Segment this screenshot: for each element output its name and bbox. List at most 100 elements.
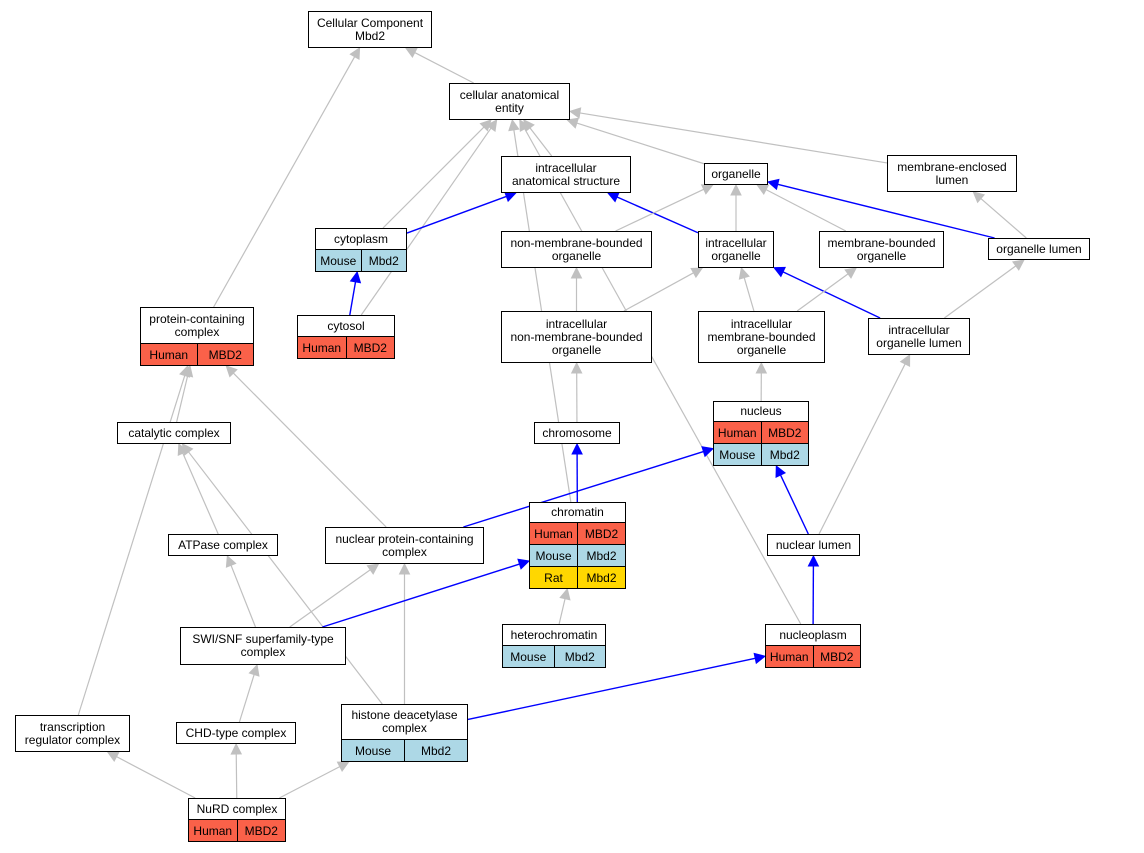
species-cell: Rat — [530, 567, 577, 588]
edge-arrowhead — [225, 554, 237, 568]
species-cell: Human — [530, 523, 577, 544]
edge-is-a — [743, 277, 755, 312]
gene-cell: MBD2 — [577, 523, 625, 544]
gene-cell: Mbd2 — [360, 250, 406, 271]
species-cell: Human — [189, 820, 237, 841]
node-label-line: complex — [382, 544, 427, 559]
node-label-line: Mbd2 — [354, 28, 386, 43]
edge-arrowhead — [248, 663, 260, 677]
edge-arrowhead — [606, 191, 620, 203]
edge-arrowhead — [570, 361, 583, 374]
node-label-line: NuRD complex — [196, 801, 278, 816]
edge-arrowhead — [519, 119, 530, 132]
edge-arrowhead — [775, 464, 787, 478]
node-label-line: complex — [240, 645, 286, 659]
node-label-line: nuclear protein-containing — [335, 531, 474, 546]
edge-is-a — [176, 375, 189, 423]
edge-arrowhead — [225, 365, 238, 378]
node-label-line: SWI/SNF superfamily-type — [192, 632, 334, 646]
node-atpase-complex[interactable]: ATPase complex — [168, 534, 278, 556]
edge-arrowhead — [700, 184, 714, 195]
node-label-line: organelle — [551, 342, 602, 357]
edge-arrowhead — [366, 563, 380, 575]
node-label-line: histone deacetylase — [351, 708, 458, 722]
edge-is-a — [382, 126, 485, 229]
node-chromosome[interactable]: chromosome — [534, 422, 620, 444]
node-label: ATPase complex — [169, 535, 277, 555]
edge-arrowhead — [899, 354, 911, 367]
species-cell: Human — [766, 646, 813, 667]
edge-is-a — [279, 766, 341, 799]
node-label-line: chromosome — [542, 425, 612, 440]
node-label: nuclear lumen — [768, 535, 859, 555]
edge-is-a — [980, 198, 1027, 239]
node-nuclear-lumen[interactable]: nuclear lumen — [767, 534, 860, 556]
gene-cell: Mbd2 — [553, 646, 605, 667]
species-cell: Mouse — [714, 444, 761, 465]
node-label-line: cytoplasm — [333, 231, 389, 246]
node-label: cytoplasm — [316, 229, 406, 249]
node-label-line: cellular anatomical — [459, 87, 560, 102]
node-chd-type-complex[interactable]: CHD-type complex — [176, 722, 296, 744]
edge-is-a — [360, 127, 492, 316]
node-label-line: intracellular — [535, 160, 597, 175]
node-label-line: membrane-bounded — [707, 329, 816, 344]
edge-arrowhead — [571, 442, 583, 455]
gene-cell: Mbd2 — [404, 740, 467, 761]
edge-is-a — [230, 565, 257, 628]
node-label: catalytic complex — [118, 423, 230, 443]
node-label-line: organelle — [711, 248, 761, 263]
edge-part-of — [349, 281, 357, 316]
edge-is-a — [232, 372, 387, 528]
node-label-line: protein-containing — [149, 311, 245, 326]
edge-is-a — [796, 273, 849, 312]
edge-arrowhead — [517, 558, 531, 570]
edge-arrowhead — [106, 751, 120, 763]
edge-part-of — [463, 450, 704, 528]
edge-arrowhead — [508, 118, 520, 132]
node-organelle-lumen[interactable]: organelle lumen — [988, 238, 1090, 260]
node-label-line: anatomical structure — [511, 173, 621, 188]
edge-arrowhead — [568, 107, 582, 119]
edge-arrowhead — [753, 652, 767, 665]
edge-arrowhead — [503, 191, 517, 203]
gene-cell: Mbd2 — [577, 545, 625, 566]
node-label-line: non-membrane-bounded — [510, 329, 643, 344]
node-label-line: cytosol — [327, 318, 365, 333]
edge-part-of — [616, 196, 699, 234]
node-catalytic-complex[interactable]: catalytic complex — [117, 422, 231, 444]
node-organelle[interactable]: organelle — [704, 163, 768, 185]
edge-is-a — [818, 363, 906, 535]
